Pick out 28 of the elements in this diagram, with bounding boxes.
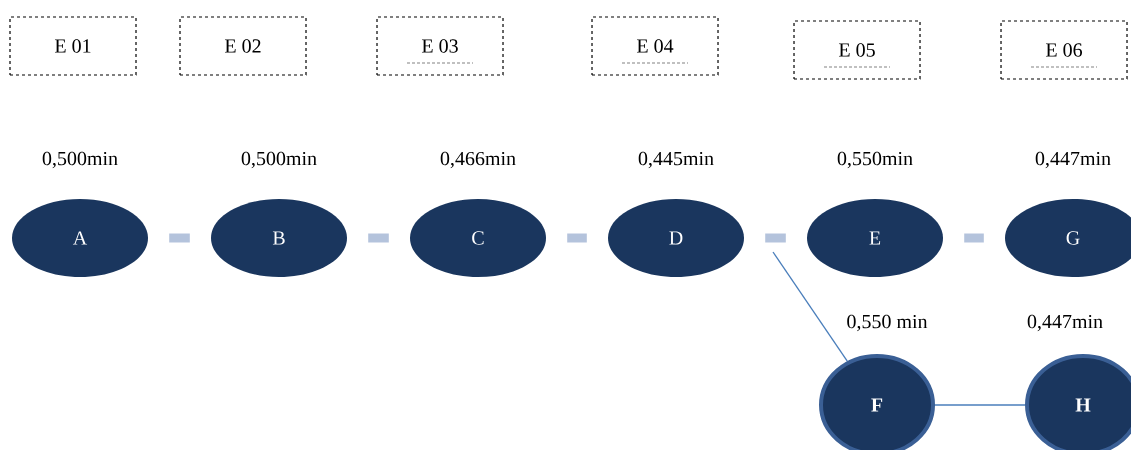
duration-label: 0,447min <box>1027 314 1103 332</box>
ellipse-node: A <box>12 199 148 277</box>
dashed-box: E 03 <box>376 16 504 76</box>
duration-label: 0,466min <box>440 151 516 169</box>
duration-label: 0,445min <box>638 151 714 169</box>
dashed-box: E 04 <box>591 16 719 76</box>
connector-bar <box>169 233 190 243</box>
dashed-box: E 02 <box>179 16 307 76</box>
connector-line <box>934 404 1026 406</box>
circle-node: F <box>819 354 935 450</box>
connector-bar <box>368 233 389 243</box>
duration-label: 0,447min <box>1035 151 1111 169</box>
ellipse-node: D <box>608 199 744 277</box>
duration-label: 0,500min <box>241 151 317 169</box>
duration-label: 0,550 min <box>847 314 928 332</box>
ellipse-node: E <box>807 199 943 277</box>
duration-label: 0,500min <box>42 151 118 169</box>
dashed-box: E 05 <box>793 20 921 80</box>
connector-line <box>772 251 848 362</box>
circle-node: H <box>1025 354 1131 450</box>
connector-bar <box>567 233 587 243</box>
dashed-box: E 06 <box>1000 20 1128 80</box>
connector-bar <box>964 233 984 243</box>
dashed-box: E 01 <box>9 16 137 76</box>
connector-bar <box>765 233 786 243</box>
ellipse-node: C <box>410 199 546 277</box>
duration-label: 0,550min <box>837 151 913 169</box>
ellipse-node: B <box>211 199 347 277</box>
